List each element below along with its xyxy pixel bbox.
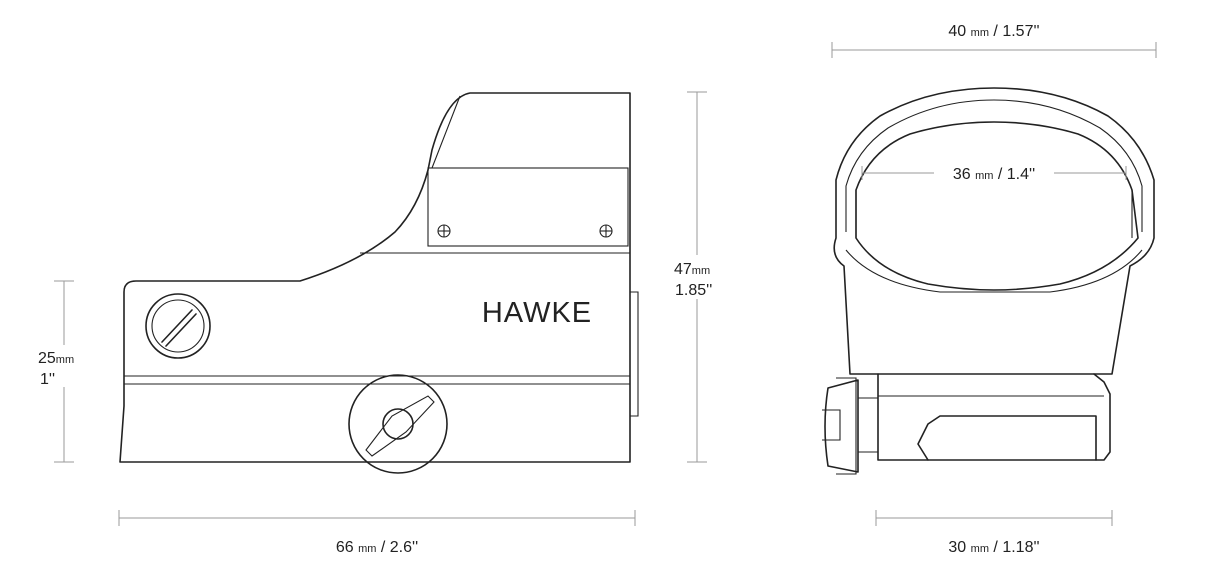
dim-side-length: 66 mm / 2.6'' (118, 510, 636, 556)
dim-total-height: 47mm 1.85'' (667, 91, 727, 463)
dim-lens-width: 36 mm / 1.4'' (861, 160, 1127, 186)
window-screw-left (437, 224, 451, 238)
dim-lens-width-label: 36 mm / 1.4'' (953, 166, 1035, 183)
front-lens-bezel (845, 249, 1143, 293)
front-mount-base (877, 373, 1111, 461)
dim-total-height-label: 47mm (674, 261, 710, 278)
dim-side-height-imperial: 1'' (40, 371, 55, 388)
dim-side-height: 25mm 1'' (30, 280, 90, 463)
dim-side-height-label: 25mm (38, 350, 74, 367)
front-view-sight (822, 87, 1155, 475)
windage-adjustment-screw (145, 293, 211, 359)
dim-base-width-label: 30 mm / 1.18'' (948, 539, 1039, 556)
side-lens-window (427, 167, 629, 247)
side-view-sight: HAWKE (119, 92, 639, 474)
side-body-outline (119, 92, 631, 463)
front-hood-inner (845, 99, 1143, 232)
dim-front-width: 40 mm / 1.57'' (831, 16, 1157, 58)
front-knurled-knob (822, 377, 878, 475)
front-hood-outer (833, 87, 1155, 375)
mounting-thumb-screw (348, 374, 448, 474)
side-rear-plate (630, 291, 639, 417)
front-rail-clamp (917, 415, 1097, 461)
brand-logo: HAWKE (482, 297, 592, 329)
side-hood-edge (431, 95, 461, 169)
dim-front-width-label: 40 mm / 1.57'' (948, 23, 1039, 40)
window-screw-right (599, 224, 613, 238)
dim-total-height-imperial: 1.85'' (675, 282, 712, 299)
dim-side-length-label: 66 mm / 2.6'' (336, 539, 418, 556)
dim-base-width: 30 mm / 1.18'' (875, 510, 1113, 556)
front-lens (855, 121, 1139, 291)
